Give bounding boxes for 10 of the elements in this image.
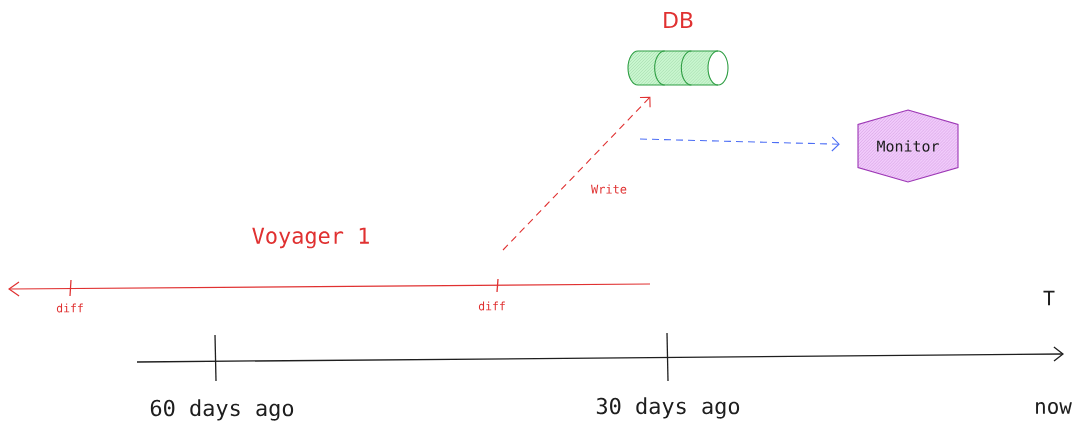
axis-label: T bbox=[1043, 290, 1055, 306]
hexagon: Monitor bbox=[857, 109, 959, 183]
tick-label: 60 days ago bbox=[150, 399, 294, 421]
timeline-label: Voyager 1 bbox=[252, 227, 369, 249]
tick-label: diff bbox=[56, 303, 83, 313]
tick-label: diff bbox=[478, 301, 505, 311]
edge-label: Write bbox=[591, 184, 627, 194]
node-title: DB bbox=[664, 12, 693, 28]
tick-label: 30 days ago bbox=[596, 397, 740, 419]
tick-label: now bbox=[1036, 402, 1072, 414]
